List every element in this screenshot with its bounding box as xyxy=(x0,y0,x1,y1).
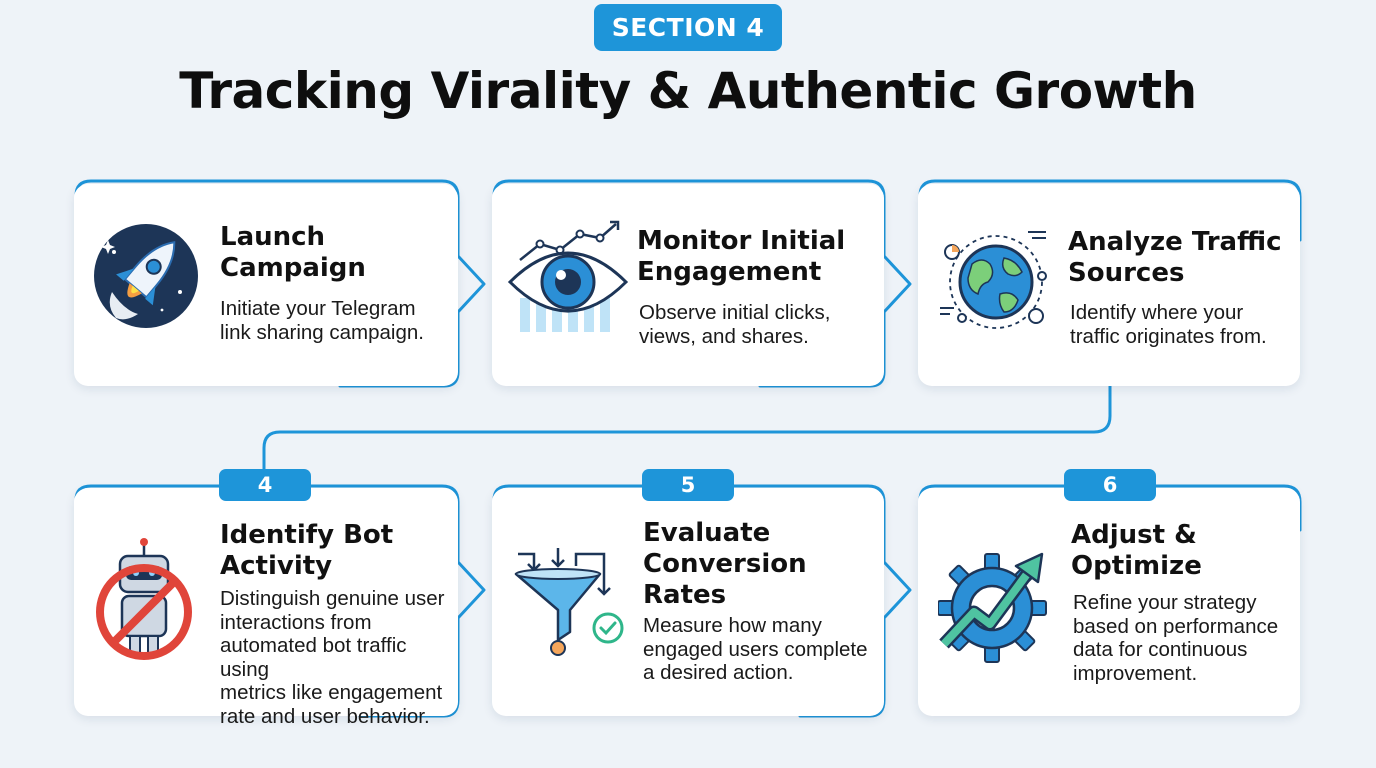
step-number-badge: 5 xyxy=(642,469,734,501)
step-title: Adjust &Optimize xyxy=(1071,520,1202,581)
eye-chart-icon xyxy=(506,220,630,336)
rocket-icon xyxy=(92,222,200,330)
step-number-badge: 6 xyxy=(1064,469,1156,501)
no-bot-icon xyxy=(94,536,194,666)
funnel-icon xyxy=(514,544,626,662)
gear-growth-icon xyxy=(937,548,1054,664)
section-badge: SECTION 4 xyxy=(594,4,782,51)
page-title: Tracking Virality & Authentic Growth xyxy=(179,62,1197,120)
step-description: Observe initial clicks,views, and shares… xyxy=(639,301,831,348)
row-connector xyxy=(262,384,1112,472)
globe-network-icon xyxy=(938,224,1056,334)
step-number-badge: 4 xyxy=(219,469,311,501)
